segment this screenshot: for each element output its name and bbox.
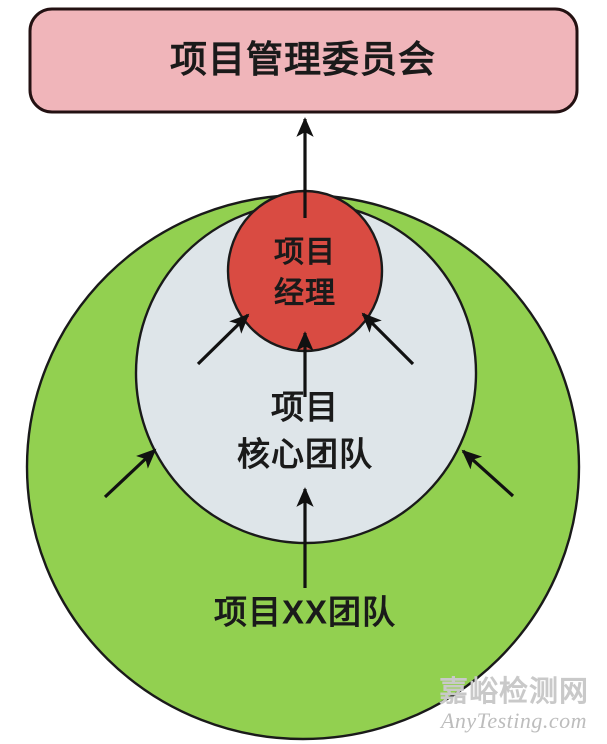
watermark-chinese: 嘉峪检测网	[439, 674, 589, 708]
arrow-core-to-pm-right	[361, 312, 415, 366]
arrow-team-to-core-left	[103, 448, 157, 499]
committee-box[interactable]	[28, 7, 579, 114]
project-team-label: 项目XX团队	[214, 594, 396, 631]
arrow-core-to-pm-left	[196, 313, 250, 366]
project-manager-label-line2: 经理	[274, 276, 336, 310]
arrow-team-to-core-right	[461, 449, 515, 498]
watermark-english: AnyTesting.com	[439, 708, 587, 733]
committee-label: 项目管理委员会	[170, 39, 436, 80]
core-team-label-line1: 项目	[271, 389, 339, 426]
project-manager-label-line1: 项目	[274, 236, 336, 269]
core-team-label-line2: 核心团队	[237, 436, 373, 473]
